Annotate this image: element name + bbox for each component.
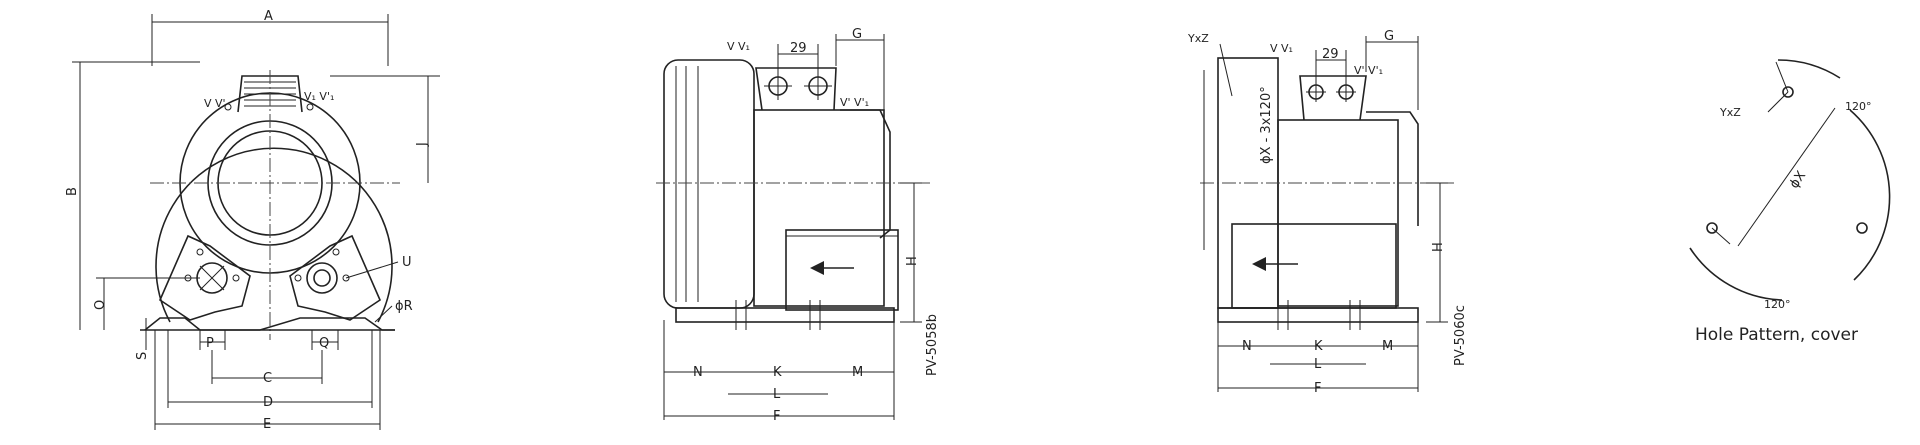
label-yxz-2: YxZ <box>1187 32 1209 45</box>
front-view: A B J O S P Q C D <box>65 9 440 432</box>
motor-body <box>785 229 899 311</box>
dim-label-29-1: 29 <box>790 41 807 56</box>
housing-2 <box>1277 119 1399 307</box>
dim-label-m-1: M <box>852 365 863 380</box>
hole-top <box>1782 86 1794 98</box>
dim-label-g-2: G <box>1384 29 1394 44</box>
flow-arrow-2 <box>1252 257 1266 271</box>
hole-pattern: YxZ ϕX 120° 120° Hole Pattern, cover <box>1689 59 1891 345</box>
label-ports-b-2: V' V'₁ <box>1354 64 1383 77</box>
port-flange-2 <box>1299 75 1367 121</box>
dim-label-l-2: L <box>1314 357 1322 372</box>
motor-upper-2 <box>1366 111 1419 226</box>
port-flange <box>755 67 837 111</box>
dim-label-h-2: H <box>1431 242 1446 252</box>
dim-label-g-1: G <box>852 27 862 42</box>
dim-label-d: D <box>263 395 273 410</box>
base <box>675 307 895 323</box>
port-dot-left <box>224 103 232 111</box>
dim-label-k-1: K <box>773 365 782 380</box>
housing <box>753 109 885 307</box>
bolt-circle-arc-top <box>1777 59 1841 79</box>
bolt-circle-arc-bottom <box>1689 247 1783 301</box>
dim-label-29-2: 29 <box>1322 47 1339 62</box>
hole-left <box>1706 222 1718 234</box>
side-view-2: YxZ ϕX - 3x120° G 29 V V₁ V' V'₁ H N K M… <box>1187 29 1468 396</box>
port-dot-right <box>306 103 314 111</box>
dim-label-l-1: L <box>773 387 781 402</box>
label-yxz-hole: YxZ <box>1719 106 1741 119</box>
cover <box>663 59 755 309</box>
bolt-circle-arc-right <box>1849 109 1891 281</box>
dim-label-n-1: N <box>693 365 703 380</box>
label-ports-1: V V₁ <box>727 40 750 53</box>
label-port-left: V V' <box>204 97 226 110</box>
dim-label-c: C <box>263 371 272 386</box>
label-angle-bottom: 120° <box>1764 298 1791 311</box>
right-foot <box>289 234 382 321</box>
dim-label-q: Q <box>319 336 329 351</box>
dim-label-e: E <box>263 417 271 432</box>
dim-label-m-2: M <box>1382 339 1393 354</box>
dim-label-b: B <box>65 187 80 196</box>
right-port <box>306 262 338 294</box>
label-ports-2: V V₁ <box>1270 42 1293 55</box>
dim-label-n-2: N <box>1242 339 1252 354</box>
label-port-right: V₁ V'₁ <box>304 90 334 103</box>
dim-label-j: J <box>415 142 430 147</box>
label-u: U <box>402 255 412 270</box>
blower-housing-outline <box>155 147 393 323</box>
dim-label-o: O <box>93 300 108 310</box>
diameter-line <box>1737 107 1836 247</box>
drawing-number-2: PV-5060c <box>1453 305 1468 366</box>
base-2 <box>1217 307 1419 323</box>
motor-upper <box>840 109 891 239</box>
hole-pattern-caption: Hole Pattern, cover <box>1695 325 1858 345</box>
label-r: ϕR <box>395 299 413 314</box>
side-view-1: G 29 V V₁ V' V'₁ H N K M L F PV-5058b <box>656 27 940 424</box>
drawing-number-1: PV-5058b <box>925 314 940 376</box>
dim-label-a: A <box>264 9 273 24</box>
label-ports-b-1: V' V'₁ <box>840 96 869 109</box>
dim-label-p: P <box>206 336 214 351</box>
dim-label-h-1: H <box>905 256 920 266</box>
label-angle-top: 120° <box>1845 100 1872 113</box>
flow-arrow <box>810 261 824 275</box>
hole-right <box>1856 222 1868 234</box>
dim-label-f-2: F <box>1314 381 1321 396</box>
dim-label-k-2: K <box>1314 339 1323 354</box>
label-bolt-circle-2: ϕX - 3x120° <box>1259 86 1274 164</box>
dim-label-s: S <box>135 352 150 360</box>
left-foot <box>158 234 251 321</box>
dim-label-f-1: F <box>773 409 780 424</box>
